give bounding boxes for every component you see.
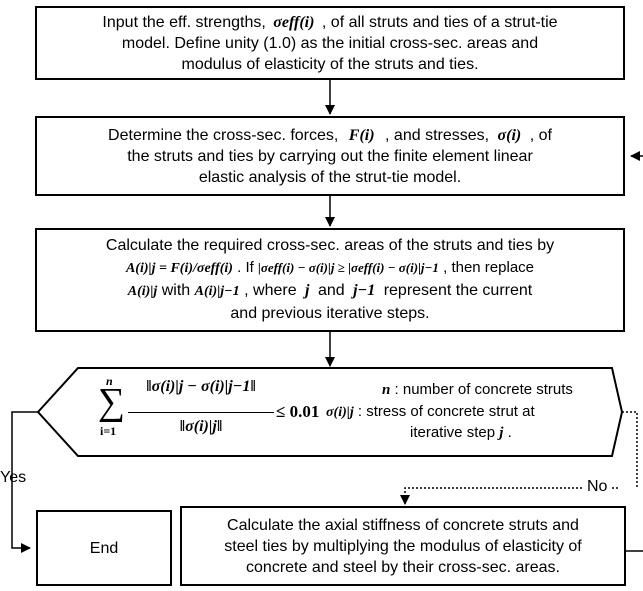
decision-formula: n ∑ i=1 ‖σ(i)|j − σ(i)|j−1‖ ‖σ(i)|j‖ ≤ 0… <box>98 372 319 452</box>
step3-replace-lhs: A(i)|j <box>127 284 158 299</box>
step1-symbol-seff: σeff(i) <box>273 13 315 31</box>
fraction-numerator: ‖σ(i)|j − σ(i)|j−1‖ <box>146 378 256 395</box>
sum-upper: n <box>106 374 113 388</box>
fraction-denominator: ‖σ(i)|j‖ <box>179 418 223 435</box>
legend-iter-step: iterative step <box>410 424 496 441</box>
step2-text-c: , of <box>529 126 552 144</box>
fraction-bar <box>128 412 274 413</box>
step1-text-b: , of all struts and ties of a strut-tie <box>321 13 558 31</box>
arrow-no-dotted-to-step4 <box>400 487 618 505</box>
step3-symbol-j: j <box>305 282 310 299</box>
step2-text-b: , and stresses, <box>385 126 490 144</box>
end-label: End <box>89 539 119 557</box>
step2-symbol-sigma: σ(i) <box>497 126 522 144</box>
sum-symbol: ∑ <box>98 381 126 423</box>
step4-line3: concrete and steel by their cross-sec. a… <box>246 558 560 576</box>
step3-if: . If <box>237 259 254 276</box>
step3-symbol-j1: j−1 <box>353 282 376 299</box>
step3-line1: Calculate the required cross-sec. areas … <box>105 237 555 254</box>
arrow-no-dotted <box>622 411 638 488</box>
step4-line2: steel ties by multiplying the modulus of… <box>224 537 582 555</box>
legend-period: . <box>507 424 512 441</box>
decision-legend: n : number of concrete struts σ(i)|j : s… <box>320 380 610 443</box>
step1-text-a: Input the eff. strengths, <box>102 13 266 31</box>
step3-with: with <box>161 282 191 299</box>
step2-line3: elastic analysis of the strut-tie model. <box>198 168 462 186</box>
step3-then-replace: , then replace <box>443 259 535 276</box>
step1-line3: modulus of elasticity of the struts and … <box>181 55 479 73</box>
label-yes: Yes <box>0 469 27 486</box>
step1-line2: model. Define unity (1.0) as the initial… <box>121 34 539 52</box>
step4-box: Calculate the axial stiffness of concret… <box>180 506 626 586</box>
legend-n-symbol: n <box>382 382 391 398</box>
end-box: End <box>36 510 172 586</box>
step3-line4: and previous iterative steps. <box>230 305 430 322</box>
legend-n-desc: : number of concrete struts <box>394 381 573 398</box>
step3-replace-rhs: A(i)|j−1 <box>194 284 240 299</box>
step4-line1: Calculate the axial stiffness of concret… <box>227 516 579 534</box>
legend-sigma-symbol: σ(i)|j <box>326 405 354 420</box>
step2-line2: the struts and ties by carrying out the … <box>127 147 533 165</box>
step3-formula-area: A(i)|j = F(i)/σeff(i) <box>125 261 233 276</box>
label-no: No <box>584 478 611 496</box>
sum-lower: i=1 <box>100 424 117 438</box>
step3-condition: |σeff(i) − σ(i)|j ≥ |σeff(i) − σ(i)|j−1 <box>257 260 439 275</box>
step2-box: Determine the cross-sec. forces, F(i) , … <box>35 116 625 196</box>
step3-and: and <box>317 282 345 299</box>
threshold: ≤ 0.01 <box>276 402 320 421</box>
step3-represent: represent the current <box>383 282 533 299</box>
legend-j-symbol: j <box>499 425 504 441</box>
arrow-yes-to-end <box>11 411 38 553</box>
step2-text-a: Determine the cross-sec. forces, <box>108 126 339 144</box>
step2-symbol-f: F(i) <box>348 126 375 144</box>
step3-where: , where <box>244 282 297 299</box>
step3-box: Calculate the required cross-sec. areas … <box>35 228 625 332</box>
legend-sigma-desc: : stress of concrete strut at <box>357 403 535 420</box>
step1-box: Input the eff. strengths, σeff(i) , of a… <box>35 6 625 80</box>
